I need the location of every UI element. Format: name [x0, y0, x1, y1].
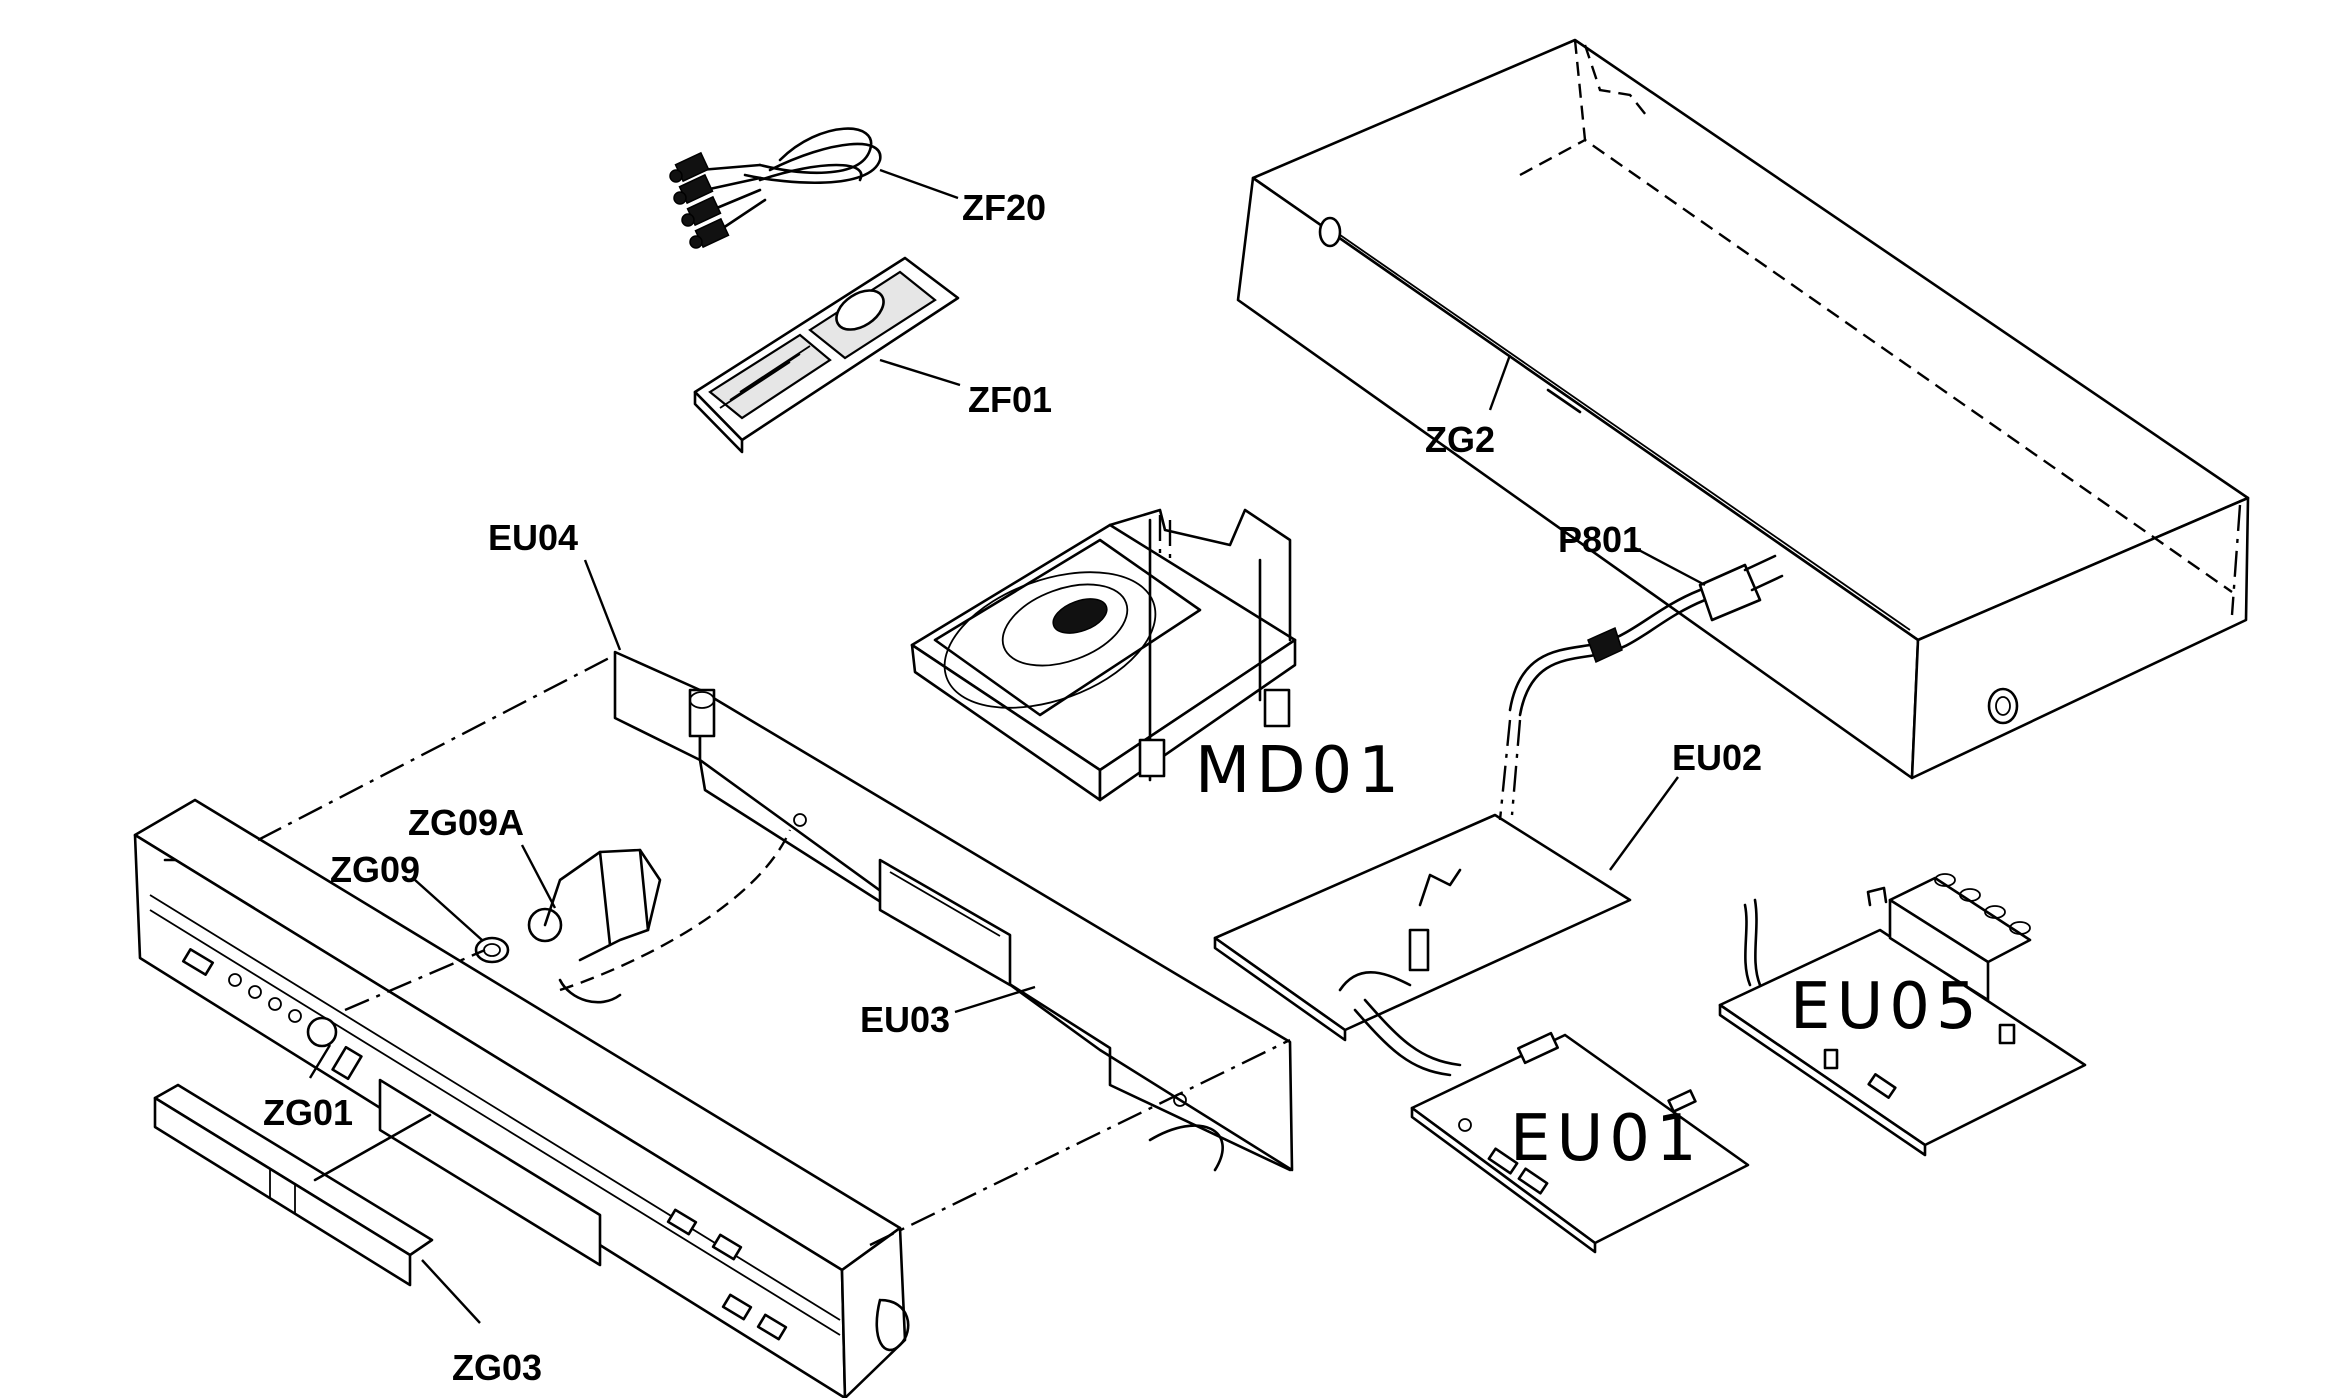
board-eu04	[613, 650, 1294, 1172]
front-panel	[133, 798, 910, 1398]
parts-zg09-zg09a-zg01	[331, 848, 662, 1081]
leader-lines	[308, 168, 1706, 1324]
top-cover-zg2	[1236, 38, 2250, 780]
board-eu01	[1410, 1031, 1750, 1254]
board-eu02	[1213, 813, 1632, 1077]
label-p801: P801	[1558, 519, 1642, 560]
label-zf20: ZF20	[962, 187, 1046, 228]
part-labels: ZF20 ZF01 ZG2 P801 EU04 MD01 EU02 ZG09A …	[263, 187, 1983, 1388]
label-eu05: EU05	[1790, 970, 1983, 1044]
label-zf01: ZF01	[968, 379, 1052, 420]
label-zg09: ZG09	[330, 849, 420, 890]
label-eu04: EU04	[488, 517, 578, 558]
dvd-mechanism-md01	[910, 508, 1297, 802]
power-cord-p801	[1508, 554, 1784, 717]
label-eu02: EU02	[1672, 737, 1762, 778]
board-eu05	[1718, 873, 2087, 1157]
bracket-zg03	[153, 1083, 434, 1287]
assembly-lines	[257, 653, 1522, 1247]
label-zg09a: ZG09A	[408, 802, 524, 843]
label-zg2: ZG2	[1425, 419, 1495, 460]
av-cable-zf20	[669, 127, 882, 249]
label-md01: MD01	[1195, 734, 1405, 808]
label-zg01: ZG01	[263, 1092, 353, 1133]
label-eu03: EU03	[860, 999, 950, 1040]
remote-control-zf01	[693, 256, 960, 454]
label-zg03: ZG03	[452, 1347, 542, 1388]
label-eu01: EU01	[1510, 1102, 1703, 1176]
